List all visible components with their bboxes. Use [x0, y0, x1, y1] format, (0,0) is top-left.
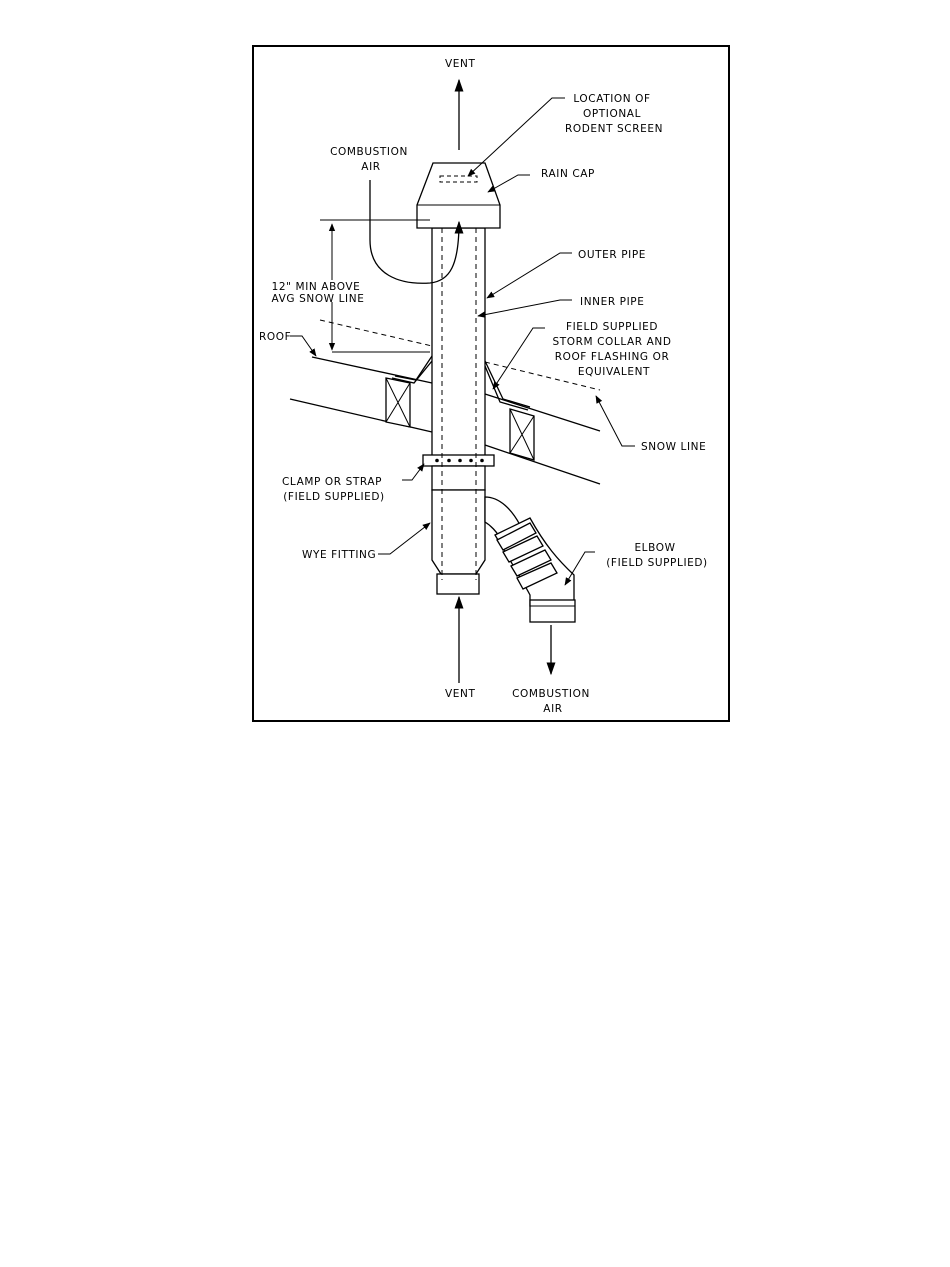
combustion-air-top-label: COMBUSTION AIR [330, 146, 412, 173]
roof-label: ROOF [259, 331, 291, 343]
rain-cap [417, 163, 500, 228]
vent-top-label: VENT [445, 58, 476, 70]
inner-pipe-label: INNER PIPE [580, 296, 644, 308]
elbow-label: ELBOW (FIELD SUPPLIED) [606, 542, 708, 569]
outer-pipe-label: OUTER PIPE [578, 249, 646, 261]
diagram-frame [253, 46, 729, 721]
wye-fitting-label: WYE FITTING [302, 549, 376, 561]
rodent-screen-label: LOCATION OF OPTIONAL RODENT SCREEN [565, 93, 663, 135]
outer-pipe [432, 228, 485, 456]
combustion-air-bottom-label: COMBUSTION AIR [512, 688, 594, 715]
elbow [495, 518, 575, 622]
storm-collar-label: FIELD SUPPLIED STORM COLLAR AND ROOF FLA… [552, 321, 675, 378]
clamp-strap [423, 455, 494, 466]
snow-line [320, 320, 432, 346]
vent-bottom-label: VENT [445, 688, 476, 700]
rain-cap-label: RAIN CAP [541, 168, 595, 180]
clamp-label: CLAMP OR STRAP (FIELD SUPPLIED) [282, 476, 386, 503]
min-above-snow-label: 12" MIN ABOVE AVG SNOW LINE [272, 281, 365, 305]
snow-line-label: SNOW LINE [641, 441, 706, 453]
